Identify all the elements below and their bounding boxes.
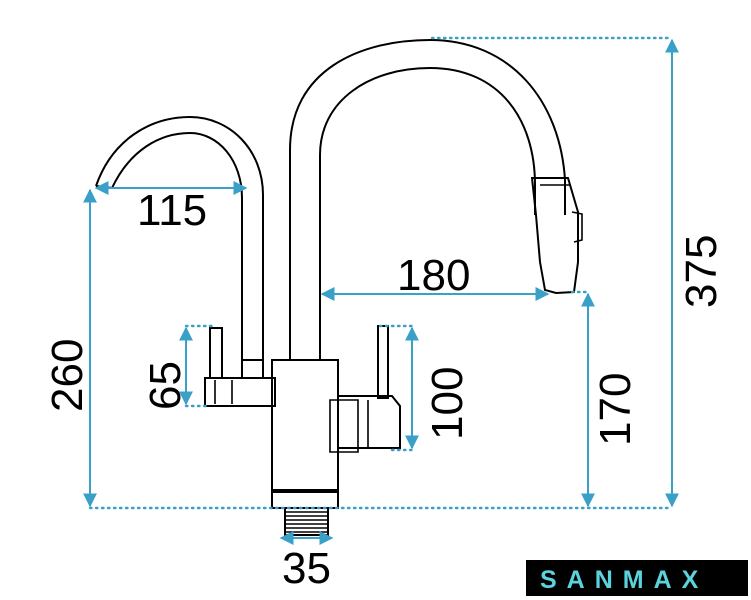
thread-shank	[284, 507, 329, 536]
faucet-outline	[95, 38, 583, 536]
side-lever-rings	[214, 380, 233, 404]
side-lever-body	[204, 359, 276, 407]
dim-label-375: 375	[677, 235, 726, 308]
main-spout-inner	[319, 66, 536, 360]
dim-label-65: 65	[141, 361, 190, 410]
side-spout-inner	[111, 131, 243, 360]
side-spout-outer	[95, 115, 264, 360]
dim-label-180: 180	[397, 251, 470, 300]
brand-logo: SANMAX	[526, 560, 748, 596]
main-lever-detail	[329, 399, 369, 453]
spray-head	[530, 177, 579, 295]
dim-label-115: 115	[137, 186, 207, 235]
side-lever-handle	[209, 327, 223, 379]
brand-logo-background	[526, 560, 748, 596]
spray-head-seam	[540, 184, 583, 243]
dim-label-100: 100	[423, 367, 472, 440]
dim-label-260: 260	[43, 339, 92, 412]
dim-label-170: 170	[591, 373, 640, 446]
main-lever-handle	[377, 325, 389, 399]
dimension-lines	[83, 36, 679, 545]
dim-label-35: 35	[282, 544, 331, 593]
faucet-body	[271, 359, 339, 491]
brand-logo-text: SANMAX	[540, 566, 708, 594]
main-spout-outer	[289, 38, 566, 360]
faucet-base	[271, 491, 339, 509]
main-lever-block	[337, 395, 401, 449]
